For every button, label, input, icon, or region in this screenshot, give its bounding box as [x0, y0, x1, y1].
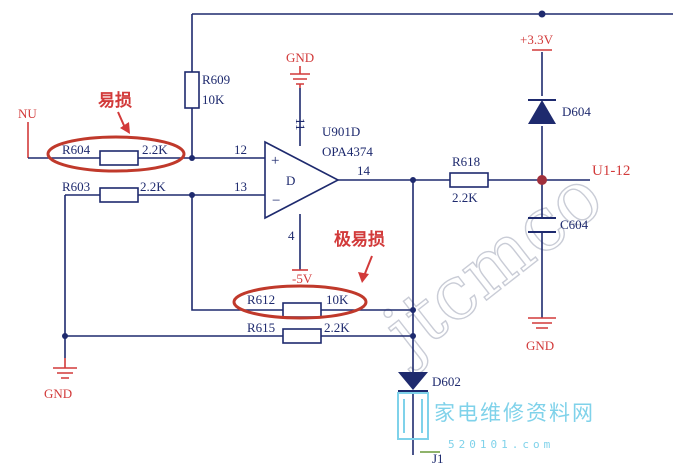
d602-ref: D602: [432, 374, 461, 389]
junction-dot: [538, 10, 546, 18]
gnd-right-label: GND: [526, 338, 554, 353]
wires: [27, 13, 673, 455]
annotation-fragile: 易损: [98, 90, 132, 111]
opamp-u901d[interactable]: + − D: [264, 140, 340, 220]
pin-11-label: 11: [293, 118, 308, 131]
pin-12-label: 12: [234, 142, 247, 157]
junction-dot: [410, 333, 416, 339]
vcc-supply: +3.3V: [520, 32, 554, 51]
junction-dot: [189, 155, 195, 161]
r618-ref: R618: [452, 154, 480, 169]
opamp-minus-sign: −: [272, 193, 280, 209]
r618-value: 2.2K: [452, 190, 478, 205]
resistor-r604[interactable]: R604 2.2K: [62, 142, 168, 166]
r604-value: 2.2K: [142, 142, 168, 157]
resistor-r615[interactable]: R615 2.2K: [247, 320, 350, 344]
r603-value: 2.2K: [140, 179, 166, 194]
watermark-url: 520101.com: [448, 438, 554, 451]
highlight-ring-r612: [232, 284, 368, 320]
annotation-very-fragile: 极易损: [334, 229, 385, 250]
watermark-large: jtcmco: [362, 152, 618, 379]
r609-value: 10K: [202, 92, 225, 107]
arrow-head: [358, 272, 369, 283]
r604-ref: R604: [62, 142, 91, 157]
diode-d604[interactable]: D604: [528, 99, 591, 124]
pin-4-label: 4: [288, 228, 295, 243]
neg5v-label: -5V: [292, 271, 313, 286]
junction-dot: [410, 177, 416, 183]
highlight-ring-r604: [46, 135, 186, 173]
r609-ref: R609: [202, 72, 230, 87]
net-label-nu: NU: [18, 106, 37, 121]
opamp-center-mark: D: [286, 173, 295, 188]
ground-symbol-top: GND: [286, 50, 314, 88]
d604-ref: D604: [562, 104, 591, 119]
neg5v-supply: -5V: [292, 269, 313, 286]
r615-ref: R615: [247, 320, 275, 335]
opamp-plus-sign: +: [271, 153, 279, 169]
ground-symbol-right: GND: [526, 317, 556, 353]
resistor-r618[interactable]: R618 2.2K: [449, 154, 489, 205]
gnd-left-label: GND: [44, 386, 72, 401]
opamp-part: OPA4374: [322, 144, 373, 159]
r612-value: 10K: [326, 292, 349, 307]
resistor-r603[interactable]: R603 2.2K: [62, 179, 166, 203]
junction-dot: [62, 333, 68, 339]
capacitor-c604[interactable]: C604: [528, 217, 589, 233]
junction-dot: [189, 192, 195, 198]
r612-ref: R612: [247, 292, 275, 307]
annotation-arrow-very-fragile: [363, 255, 373, 277]
resistor-r609[interactable]: R609 10K: [184, 71, 230, 109]
opamp-ref: U901D: [322, 124, 360, 139]
c604-ref: C604: [560, 217, 589, 232]
pin-13-label: 13: [234, 179, 247, 194]
arrow-head: [120, 122, 130, 134]
pin-14-label: 14: [357, 163, 371, 178]
r603-ref: R603: [62, 179, 90, 194]
vcc-label: +3.3V: [520, 32, 554, 47]
output-junction-dot: [537, 175, 547, 185]
r615-value: 2.2K: [324, 320, 350, 335]
resistor-r612[interactable]: R612 10K: [247, 292, 349, 318]
ground-symbol-left: GND: [44, 358, 77, 401]
diode-d602[interactable]: D602: [398, 372, 461, 392]
junction-dot: [410, 307, 416, 313]
watermark-cn: 家电维修资料网: [434, 401, 595, 425]
watermark-logo: 家电维修资料网 520101.com: [397, 392, 595, 451]
net-label-j1: J1: [432, 451, 444, 466]
junctions: [62, 10, 547, 339]
gnd-top-label: GND: [286, 50, 314, 65]
net-label-output: U1-12: [592, 163, 630, 179]
